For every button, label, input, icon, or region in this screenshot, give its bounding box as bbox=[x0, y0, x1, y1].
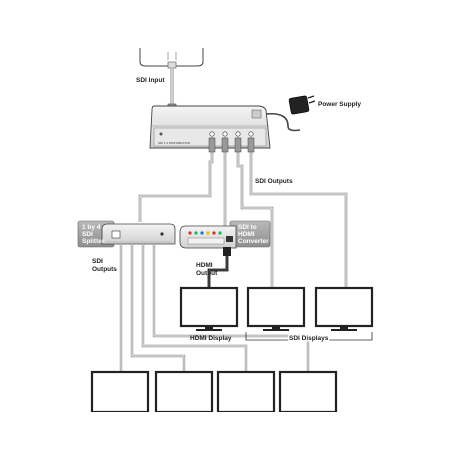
sdi-outputs-left-label-line1: SDI bbox=[92, 258, 103, 265]
sdi-displays-bracket bbox=[245, 332, 373, 341]
sdi-outputs-top-label: SDI Outputs bbox=[255, 178, 293, 185]
power-supply-icon bbox=[265, 95, 316, 132]
converter-label-line1: SDI to bbox=[238, 224, 257, 231]
splitter-label-line1: 1 by 4 bbox=[82, 224, 101, 231]
hdmi-output-cable bbox=[207, 247, 231, 288]
sdi-display-monitor-2 bbox=[314, 286, 374, 331]
sdi-display-monitor-1 bbox=[246, 286, 306, 331]
splitter-output-cables bbox=[119, 244, 310, 372]
bottom-sdi-display-3 bbox=[216, 370, 276, 414]
source-camera-icon bbox=[139, 48, 204, 69]
svg-text:SDI 1:4 DISTRIBUTION: SDI 1:4 DISTRIBUTION bbox=[158, 141, 190, 145]
sdi-to-hdmi-converter-box bbox=[179, 220, 271, 249]
sdi-output-cables bbox=[138, 137, 348, 288]
sdi-splitter-box bbox=[77, 220, 176, 248]
bottom-sdi-display-2 bbox=[154, 370, 214, 414]
hdmi-display-label: HDMI Display bbox=[190, 335, 232, 342]
sdi-displays-label: SDI Displays bbox=[289, 335, 329, 342]
bottom-sdi-display-4 bbox=[278, 370, 338, 414]
sdi-outputs-left-label-line2: Outputs bbox=[92, 266, 117, 273]
hdmi-output-label-line2: Output bbox=[196, 270, 218, 277]
converter-label-line2: HDMI bbox=[238, 231, 255, 238]
splitter-label-line2: SDI bbox=[82, 231, 93, 238]
splitter-label-line3: Splitter bbox=[82, 238, 105, 245]
power-supply-label: Power Supply bbox=[318, 101, 361, 108]
converter-label-line3: Converter bbox=[238, 238, 269, 245]
sdi-input-label: SDI Input bbox=[136, 77, 165, 84]
hdmi-display-monitor bbox=[179, 286, 239, 331]
hdmi-output-label-line1: HDMI bbox=[196, 262, 213, 269]
bottom-sdi-display-1 bbox=[90, 370, 150, 414]
